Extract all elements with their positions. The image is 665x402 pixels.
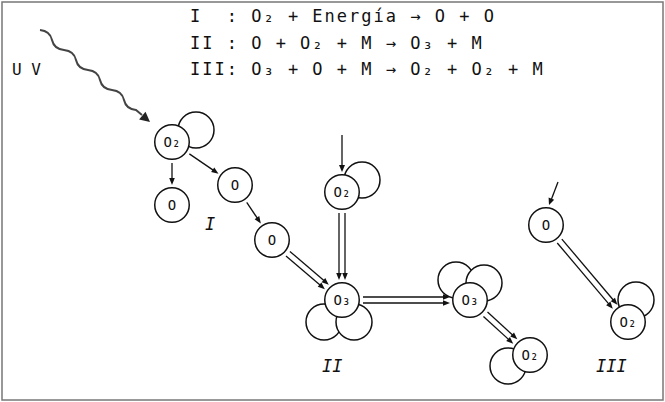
arrow-line xyxy=(552,182,559,199)
arrow-head xyxy=(322,278,329,285)
atom-symbol: O₂ xyxy=(620,315,637,329)
arrow-line xyxy=(557,243,609,304)
atom-circle xyxy=(513,338,548,373)
arrow-head xyxy=(255,216,261,223)
incoming-arrows xyxy=(339,135,558,205)
back-atoms xyxy=(178,112,654,384)
arrow-head xyxy=(169,178,175,185)
atom-symbol: O xyxy=(542,218,550,232)
atom-node: O xyxy=(217,167,253,203)
atom-node: O₂ xyxy=(324,174,360,210)
atom-circle xyxy=(325,175,360,210)
atom-node: O xyxy=(254,222,290,258)
step-number: I xyxy=(205,214,215,234)
uv-wave xyxy=(40,30,142,115)
atom-circle xyxy=(155,125,190,160)
arrow-line xyxy=(483,316,508,339)
atom-symbol: O₂ xyxy=(522,348,539,362)
atom-symbol: O₃ xyxy=(334,293,351,307)
atom-node: O xyxy=(154,187,190,223)
arrow-head xyxy=(549,198,555,205)
atom-symbol: O xyxy=(268,233,276,247)
reaction-arrow xyxy=(483,312,517,344)
atom-circle xyxy=(218,168,253,203)
step-number: II xyxy=(322,356,342,376)
arrow-head xyxy=(443,294,450,300)
reaction-arrow xyxy=(336,213,348,280)
atom-symbol: O₂ xyxy=(334,185,351,199)
arrow-head xyxy=(139,112,150,122)
arrow-head xyxy=(443,300,450,306)
atom-symbol: O₂ xyxy=(164,135,181,149)
atom-node: O₃ xyxy=(324,282,360,318)
arrow-line xyxy=(341,135,342,166)
reaction-arrow xyxy=(286,251,329,289)
arrow-line xyxy=(286,256,320,285)
reaction-arrow xyxy=(169,163,175,185)
atom-circle xyxy=(611,305,646,340)
arrow-head xyxy=(510,332,517,339)
atom-node: O xyxy=(528,207,564,243)
arrow-line xyxy=(338,213,339,274)
arrow-line xyxy=(363,296,444,297)
atom-circle xyxy=(255,223,290,258)
atom-node: O₂ xyxy=(610,304,646,340)
atom-circle xyxy=(155,188,190,223)
arrow-line xyxy=(189,154,213,171)
atom-node: O₂ xyxy=(154,124,190,160)
arrow-head xyxy=(339,165,345,172)
reaction-arrow xyxy=(557,239,617,309)
arrow-line xyxy=(562,239,614,300)
arrow-head xyxy=(211,167,218,173)
reaction-arrow xyxy=(363,294,450,306)
arrow-line xyxy=(171,163,172,179)
atom-symbol: O xyxy=(168,198,176,212)
equation: III: O₃ + O + M → O₂ + O₂ + M xyxy=(190,59,545,79)
arrow-line xyxy=(344,213,345,274)
equation: I : O₂ + Energía → O + O xyxy=(190,6,496,26)
atom-symbol: O₃ xyxy=(462,293,479,307)
arrow-head xyxy=(342,273,348,280)
equation: II : O + O₂ + M → O₃ + M xyxy=(190,33,484,53)
arrow-head xyxy=(318,283,325,290)
atom-symbol: O xyxy=(231,178,239,192)
arrow-line xyxy=(247,202,258,218)
atom-node: O₂ xyxy=(512,337,548,373)
arrow-head xyxy=(336,273,342,280)
uv-label: U V xyxy=(12,60,41,79)
arrow-line xyxy=(290,251,324,280)
atom-circle xyxy=(529,208,564,243)
reaction-arrow xyxy=(247,202,261,223)
arrow-head xyxy=(611,298,618,305)
atom-node: O₃ xyxy=(452,282,488,318)
atom-circle xyxy=(453,283,488,318)
arrow-head xyxy=(606,302,613,309)
arrow-line xyxy=(363,302,444,303)
step-number: III xyxy=(596,356,627,376)
uv-ray xyxy=(40,30,150,122)
atom-circle xyxy=(325,283,360,318)
arrow-head xyxy=(506,337,513,344)
reaction-arrow xyxy=(189,154,218,174)
